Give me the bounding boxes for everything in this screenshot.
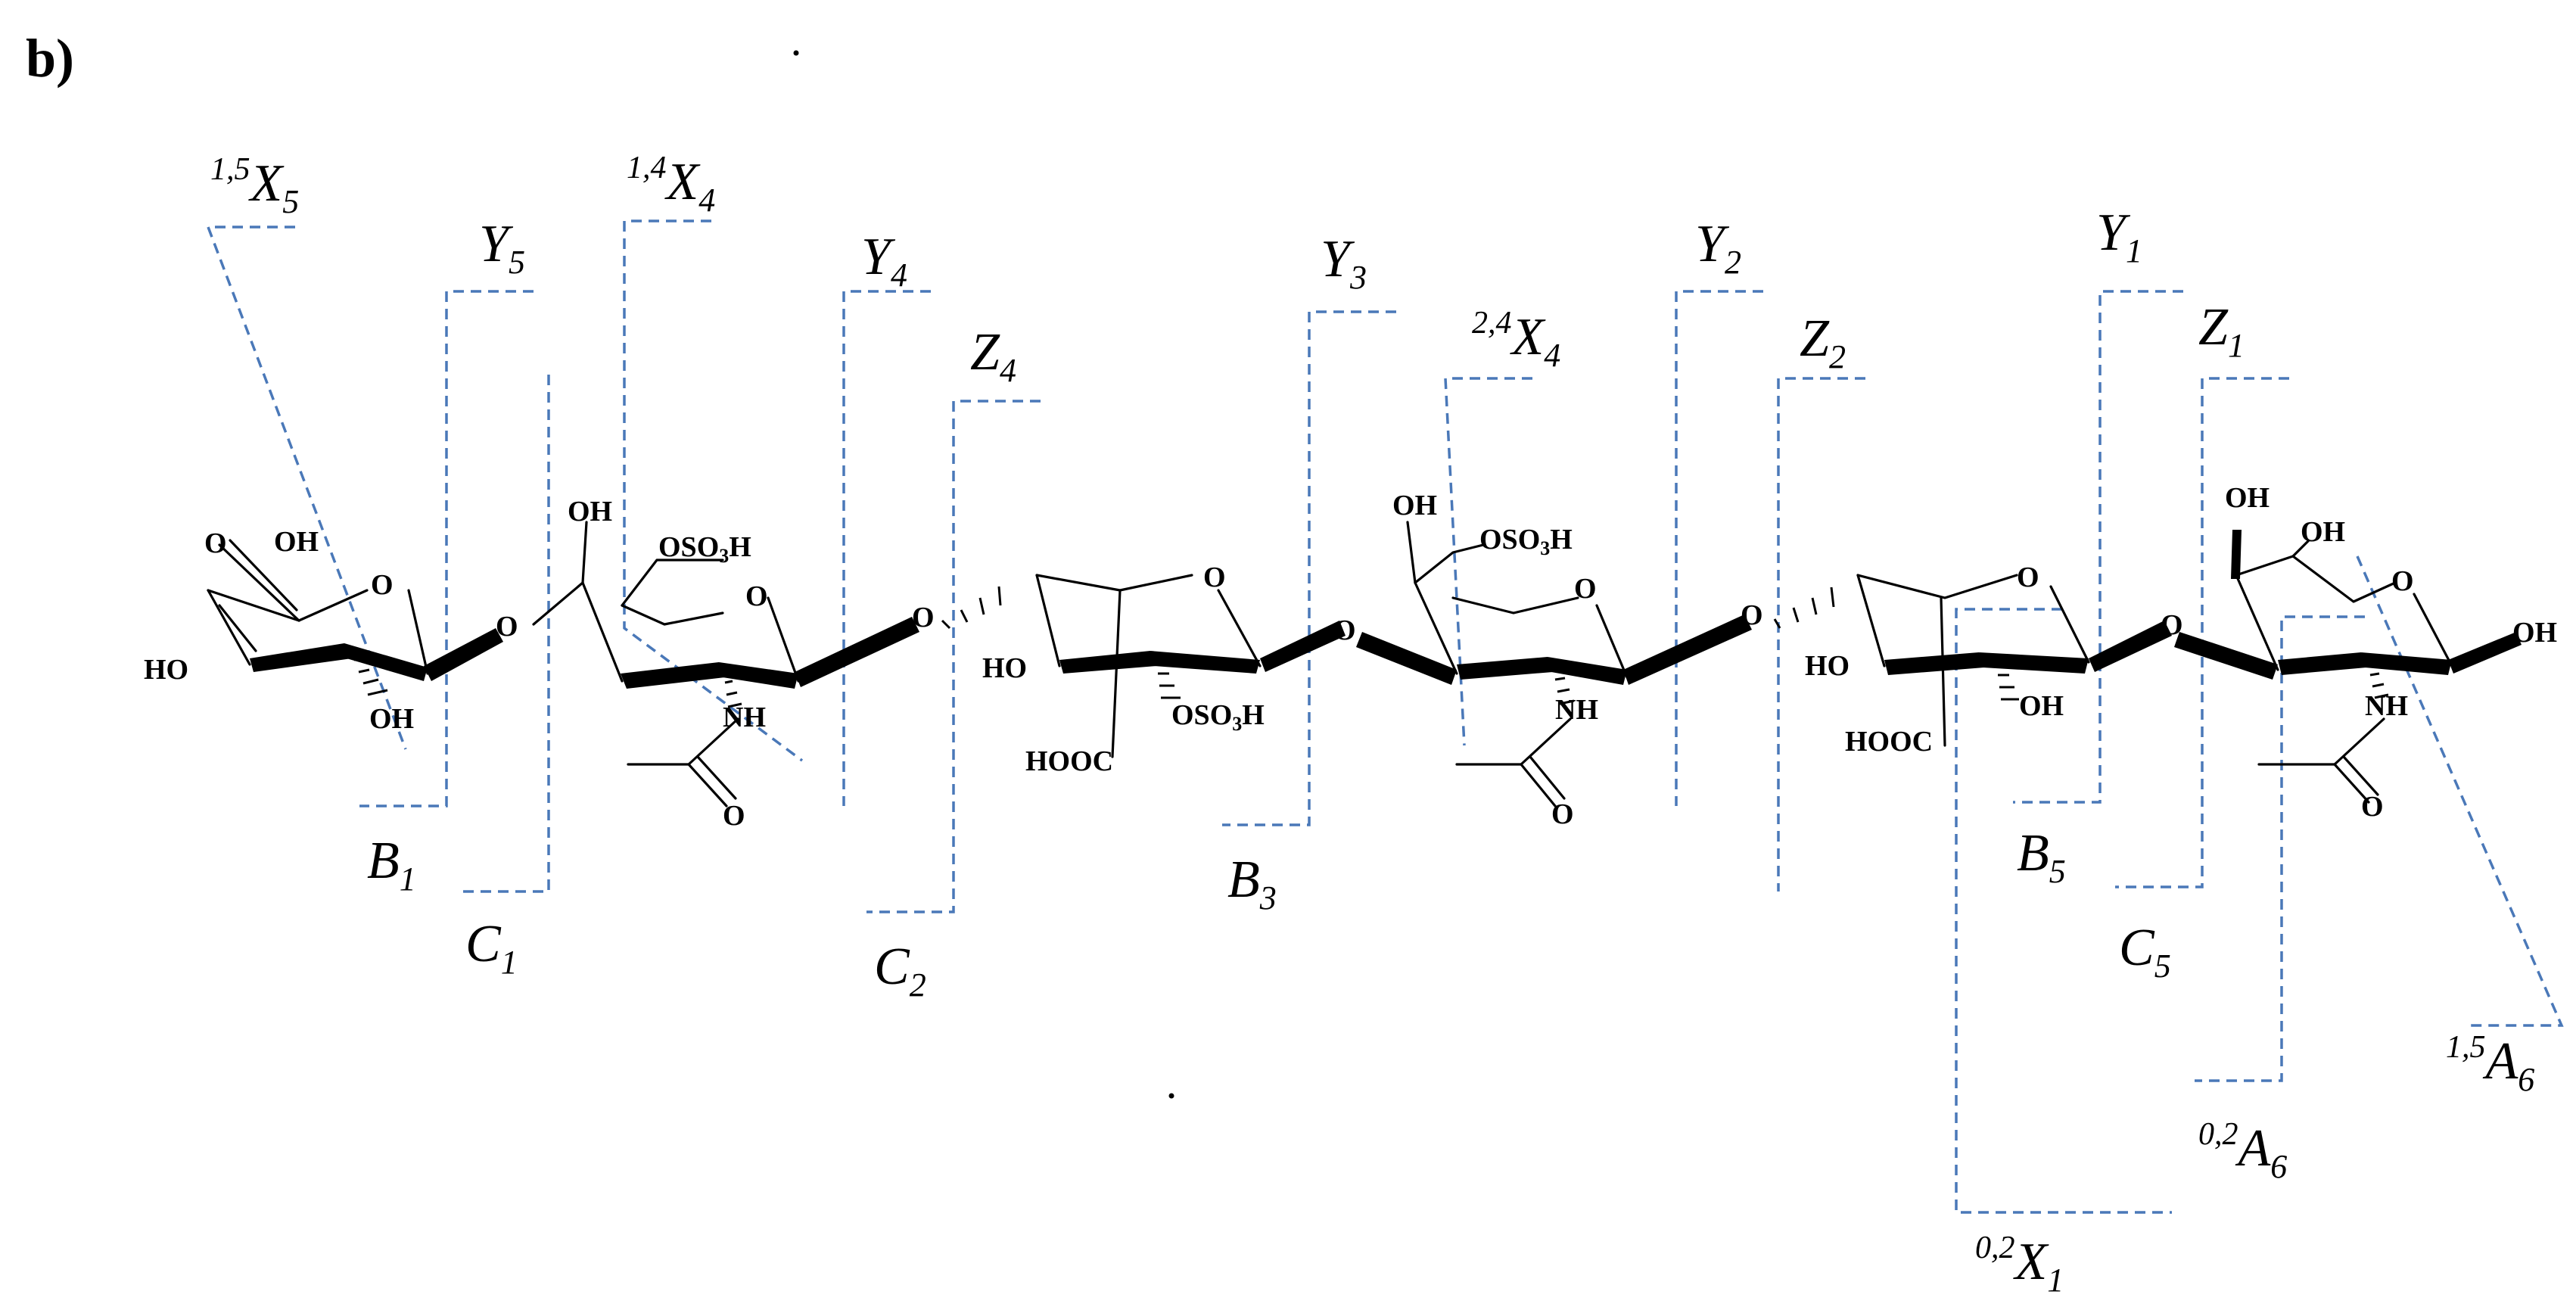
atom-label: O xyxy=(1551,798,1574,830)
fragment-label: C5 xyxy=(2119,919,2171,985)
panel-label: b) xyxy=(26,28,75,89)
fragment-label: 1,4X4 xyxy=(627,151,715,219)
fragment-label: Y5 xyxy=(479,215,525,281)
atom-label: O xyxy=(745,580,768,612)
atom-label: OSO3H xyxy=(1171,699,1265,735)
cut-2-4-x4 xyxy=(1444,377,1532,746)
fragment-label: B3 xyxy=(1227,851,1277,916)
fragment-label: 1,5A6 xyxy=(2446,1030,2534,1098)
stray-dot xyxy=(1168,1093,1174,1099)
cut-y3-b3 xyxy=(1222,310,1396,826)
fragment-label: Z2 xyxy=(1800,310,1846,375)
cut-z4-c2 xyxy=(866,400,1041,913)
atom-label: O xyxy=(2017,562,2039,593)
cut-c1 xyxy=(462,375,550,893)
stray-dot xyxy=(793,50,799,56)
atom-label: O xyxy=(204,527,227,559)
fragment-label: B5 xyxy=(2017,824,2066,890)
atom-label: OH xyxy=(568,496,612,527)
atom-label: O xyxy=(1203,562,1226,593)
atom-label: HOOC xyxy=(1845,726,1933,758)
atom-label: OSO3H xyxy=(658,531,751,567)
atom-label: O xyxy=(2361,791,2384,823)
atom-label: NH xyxy=(1555,694,1598,726)
cut-y4 xyxy=(842,290,931,806)
cut-1-5-a6 xyxy=(2356,555,2564,1027)
cut-y2 xyxy=(1675,290,1763,806)
ring-1-unsaturated-uronic-acid: O OH O HO OH O xyxy=(144,526,518,735)
atom-label: HO xyxy=(982,652,1027,684)
fragment-label: Z4 xyxy=(970,323,1016,389)
atom-label: OH xyxy=(2225,482,2270,514)
atom-label: O xyxy=(912,602,935,633)
atom-label: O xyxy=(496,611,518,643)
fragment-label: Z1 xyxy=(2198,298,2245,364)
atom-label: OSO3H xyxy=(1479,524,1573,559)
fragment-label: C1 xyxy=(465,915,518,981)
cut-z1-c5 xyxy=(2115,377,2289,888)
atom-label: O xyxy=(1333,615,1356,646)
fragment-label: Y1 xyxy=(2096,204,2142,269)
atom-label: O xyxy=(1574,573,1597,605)
ring-6-galnac-reducing-end: OH OH O NH O OH xyxy=(2174,482,2557,823)
ring-3-iduronic-acid-2-sulfate: O HO HOOC OSO3H O xyxy=(941,562,1356,777)
atom-label: NH xyxy=(2365,690,2408,722)
cut-0-2-a6 xyxy=(2195,615,2365,1082)
cut-y1-b5 xyxy=(2013,290,2183,804)
cleavage-lines xyxy=(206,219,2564,1214)
cut-y5-b1 xyxy=(359,290,534,807)
fragment-label: 2,4X4 xyxy=(1472,306,1560,374)
fragment-label: C2 xyxy=(874,938,926,1004)
atom-label: OH xyxy=(2019,690,2064,722)
fragment-label: 0,2A6 xyxy=(2198,1117,2287,1185)
atom-label: OH xyxy=(369,703,414,735)
atom-label: HO xyxy=(144,654,188,686)
atom-label: OH xyxy=(2301,516,2345,548)
cut-1-4-x4 xyxy=(623,219,804,762)
atom-label: OH xyxy=(1392,490,1437,521)
fragment-label: B1 xyxy=(367,832,416,898)
atom-label: O xyxy=(723,800,745,832)
fragment-labels: 1,5X5 Y5 1,4X4 Y4 Z4 Y3 2,4X4 Y2 Z2 Y1 Z… xyxy=(210,151,2534,1299)
ring-4-glcnac-6-sulfate: OH OSO3H O NH O O xyxy=(1356,490,1763,830)
atom-label: O xyxy=(2391,565,2414,597)
atom-label: O xyxy=(1741,599,1763,631)
fragment-label: 0,2X1 xyxy=(1975,1231,2064,1299)
fragment-label: 1,5X5 xyxy=(210,152,299,220)
atom-label: NH xyxy=(723,702,766,733)
ring-5-glucuronic-acid: O HO HOOC OH O xyxy=(1773,562,2183,758)
atom-label: OH xyxy=(274,526,319,558)
ring-2-glcnac-6-sulfate: OH OSO3H O NH O O xyxy=(532,496,935,832)
cut-0-2-x1 xyxy=(1955,608,2172,1214)
cut-1-5-x5 xyxy=(206,226,407,750)
atom-label: HO xyxy=(1805,650,1850,682)
atom-label: HOOC xyxy=(1025,745,1113,777)
fragment-label: Y4 xyxy=(861,228,907,294)
fragment-label: Y2 xyxy=(1695,215,1741,281)
atom-label: O xyxy=(371,569,394,601)
fragment-label: Y3 xyxy=(1321,230,1367,296)
atom-label: OH xyxy=(2512,617,2557,649)
cut-z2 xyxy=(1777,377,1865,891)
